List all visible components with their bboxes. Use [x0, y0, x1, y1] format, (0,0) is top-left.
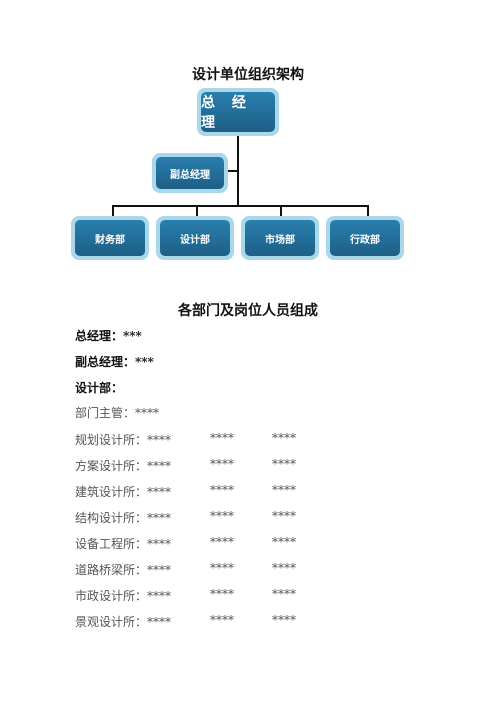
role-row: 市政设计所：**** **** ****	[75, 587, 296, 604]
role-col2: ****	[210, 457, 234, 471]
role-col3: ****	[272, 457, 296, 471]
org-node-finance: 财务部	[71, 216, 149, 260]
role-label: 规划设计所：****	[75, 433, 172, 447]
gm-line: 总经理：***	[75, 329, 142, 343]
role-row: 景观设计所：**** **** ****	[75, 613, 296, 630]
role-col3: ****	[272, 509, 296, 523]
role-row: 规划设计所：**** **** ****	[75, 431, 296, 448]
role-col2: ****	[210, 483, 234, 497]
role-col3: ****	[272, 613, 296, 627]
connector-horizontal	[112, 205, 369, 207]
role-label: 市政设计所：****	[75, 589, 172, 603]
dept-head-line: 部门主管：****	[75, 406, 160, 420]
role-row: 结构设计所：**** **** ****	[75, 509, 296, 526]
role-col2: ****	[210, 535, 234, 549]
org-node-deputy: 副总经理	[152, 153, 228, 193]
connector-deputy	[226, 170, 238, 172]
connector-dept-1	[112, 205, 114, 217]
role-col2: ****	[210, 509, 234, 523]
role-row: 方案设计所：**** **** ****	[75, 457, 296, 474]
connector-dept-4	[367, 205, 369, 217]
role-label: 道路桥梁所：****	[75, 563, 172, 577]
org-node-admin: 行政部	[326, 216, 404, 260]
connector-dept-3	[280, 205, 282, 217]
role-col2: ****	[210, 613, 234, 627]
role-row: 道路桥梁所：**** **** ****	[75, 561, 296, 578]
role-col3: ****	[272, 587, 296, 601]
role-col2: ****	[210, 431, 234, 445]
role-col3: ****	[272, 431, 296, 445]
org-node-market: 市场部	[241, 216, 319, 260]
deputy-gm-line: 副总经理：***	[75, 355, 154, 369]
role-col2: ****	[210, 587, 234, 601]
role-col3: ****	[272, 561, 296, 575]
org-chart-title: 设计单位组织架构	[192, 67, 304, 83]
section-title: 各部门及岗位人员组成	[178, 303, 318, 319]
design-dept-line: 设计部：	[75, 381, 124, 395]
role-col3: ****	[272, 483, 296, 497]
org-node-design: 设计部	[156, 216, 234, 260]
role-label: 设备工程所：****	[75, 537, 172, 551]
role-label: 方案设计所：****	[75, 459, 172, 473]
role-col2: ****	[210, 561, 234, 575]
role-row: 设备工程所：**** **** ****	[75, 535, 296, 552]
org-node-ceo: 总 经 理	[197, 88, 279, 136]
connector-dept-2	[196, 205, 198, 217]
role-label: 建筑设计所：****	[75, 485, 172, 499]
role-col3: ****	[272, 535, 296, 549]
role-row: 建筑设计所：**** **** ****	[75, 483, 296, 500]
role-label: 结构设计所：****	[75, 511, 172, 525]
role-label: 景观设计所：****	[75, 615, 172, 629]
connector-ceo-down	[237, 134, 239, 206]
